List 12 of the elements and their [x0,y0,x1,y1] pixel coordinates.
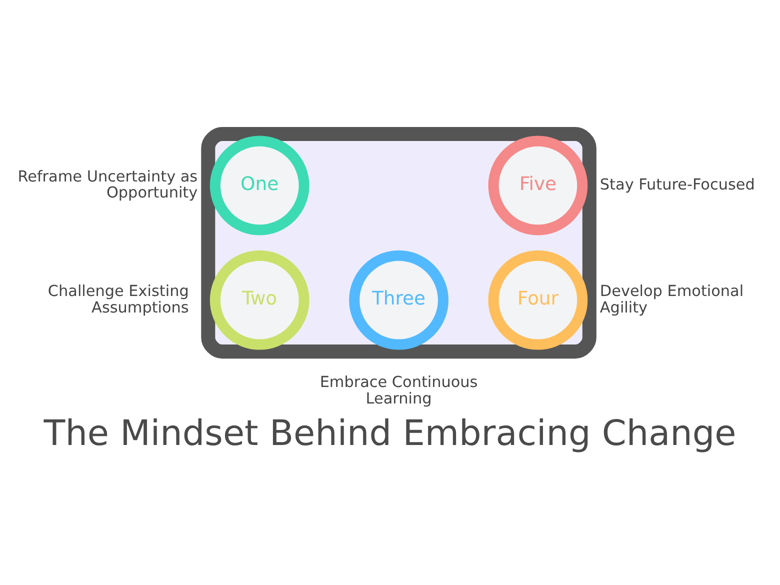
node-circle: Four [488,250,588,350]
node-label: Challenge Existing Assumptions [48,282,189,316]
node-label: Stay Future-Focused [600,175,755,194]
node-circle: Two [210,250,310,350]
node-label: Develop Emotional Agility [600,282,744,316]
node-circle: Five [488,136,588,236]
node-circle: Three [349,250,448,350]
node-label: Embrace Continuous Learning [320,373,478,408]
diagram-title: The Mindset Behind Embracing Change [44,413,736,454]
node-circle: One [210,136,310,236]
cluster [201,127,596,359]
node-label: Reframe Uncertainty as Opportunity [18,167,198,202]
